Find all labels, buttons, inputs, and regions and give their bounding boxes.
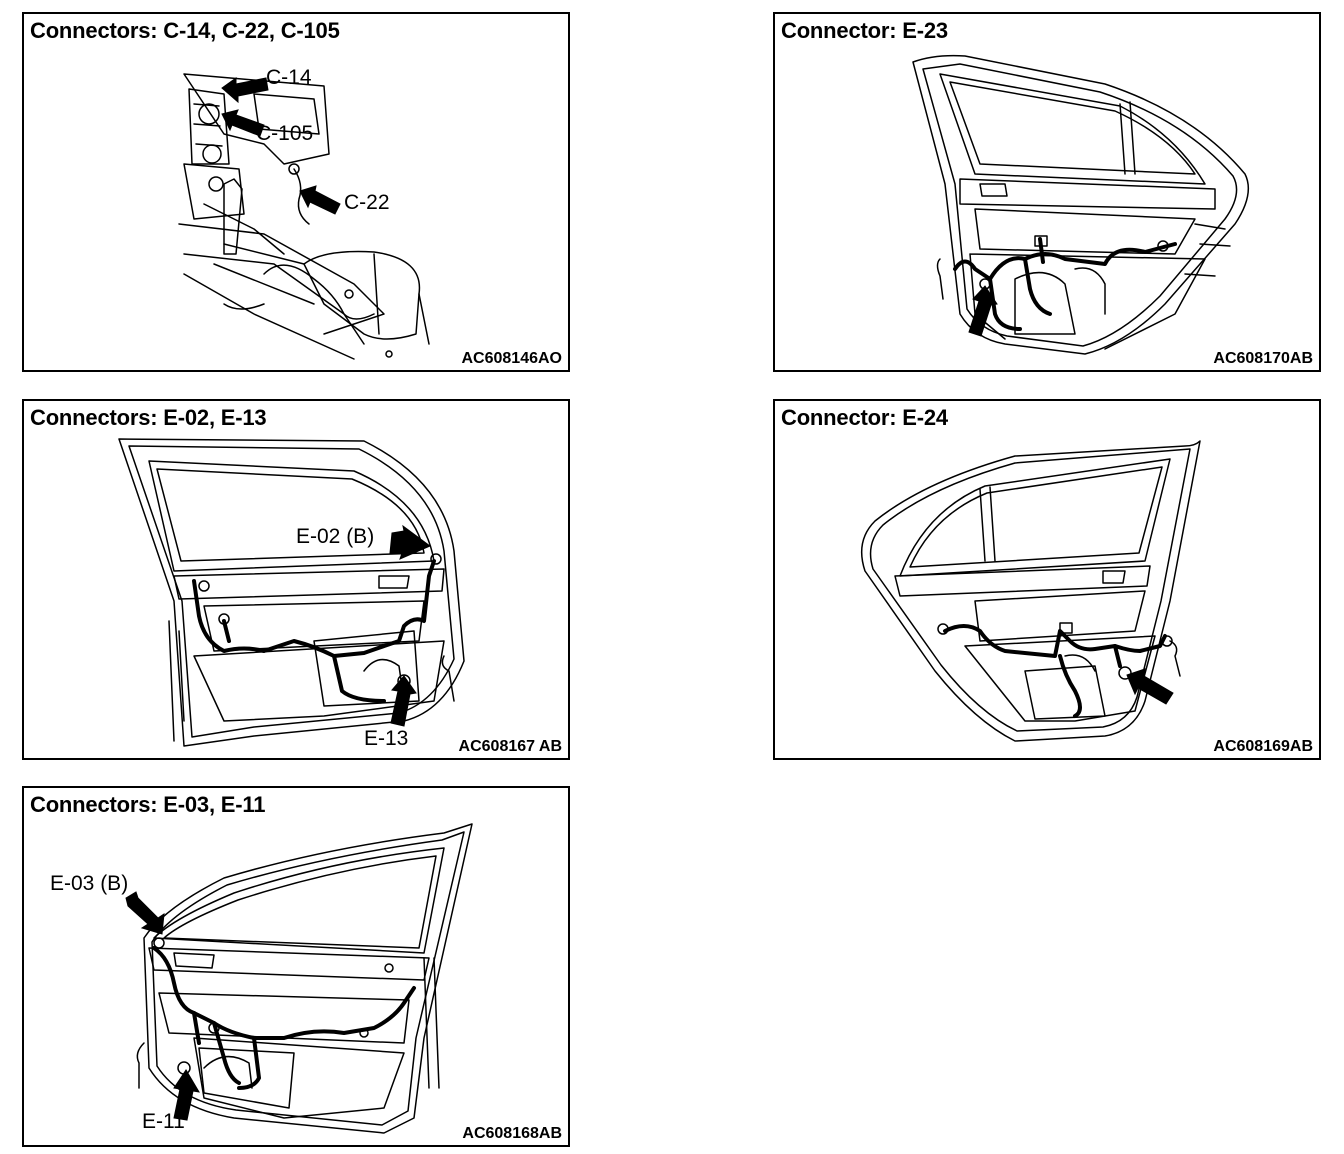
panel-connectors-c14-c22-c105: Connectors: C-14, C-22, C-105 C-14 C-105… xyxy=(22,12,570,372)
panel-title: Connector: E-23 xyxy=(781,18,948,43)
callout-e02: E-02 (B) xyxy=(296,525,375,548)
illustration-code: AC608168AB xyxy=(462,1125,562,1142)
front-door-left-illustration xyxy=(125,823,473,1134)
illustration-code: AC608169AB xyxy=(1213,738,1313,755)
panel-connectors-e02-e13: Connectors: E-02, E-13 E-02 (B) E-13 AC6… xyxy=(22,399,570,760)
callout-c14: C-14 xyxy=(266,66,312,89)
panel-title: Connectors: E-02, E-13 xyxy=(30,405,267,430)
panel-title: Connectors: E-03, E-11 xyxy=(30,792,266,817)
callout-e13: E-13 xyxy=(364,727,409,750)
panel-connectors-e03-e11: Connectors: E-03, E-11 E-03 (B) E-11 AC6… xyxy=(22,786,570,1147)
panel-title: Connector: E-24 xyxy=(781,405,948,430)
rear-door-left-illustration xyxy=(912,54,1250,355)
panel-connector-e23: Connector: E-23 AC608170AB xyxy=(773,12,1321,372)
callout-e11: E-11 xyxy=(142,1110,185,1133)
front-door-right-illustration xyxy=(118,438,465,747)
panel-title: Connectors: C-14, C-22, C-105 xyxy=(30,18,340,43)
callout-c22: C-22 xyxy=(344,191,390,214)
illustration-code: AC608170AB xyxy=(1213,350,1313,367)
panel-connector-e24: Connector: E-24 AC608169AB xyxy=(773,399,1321,760)
illustration-code: AC608146AO xyxy=(461,350,563,367)
rear-door-right-illustration xyxy=(860,440,1201,742)
callout-c105: C-105 xyxy=(256,122,314,145)
illustration-code: AC608167 AB xyxy=(458,738,562,755)
callout-e03: E-03 (B) xyxy=(50,872,129,895)
console-illustration xyxy=(178,73,430,360)
